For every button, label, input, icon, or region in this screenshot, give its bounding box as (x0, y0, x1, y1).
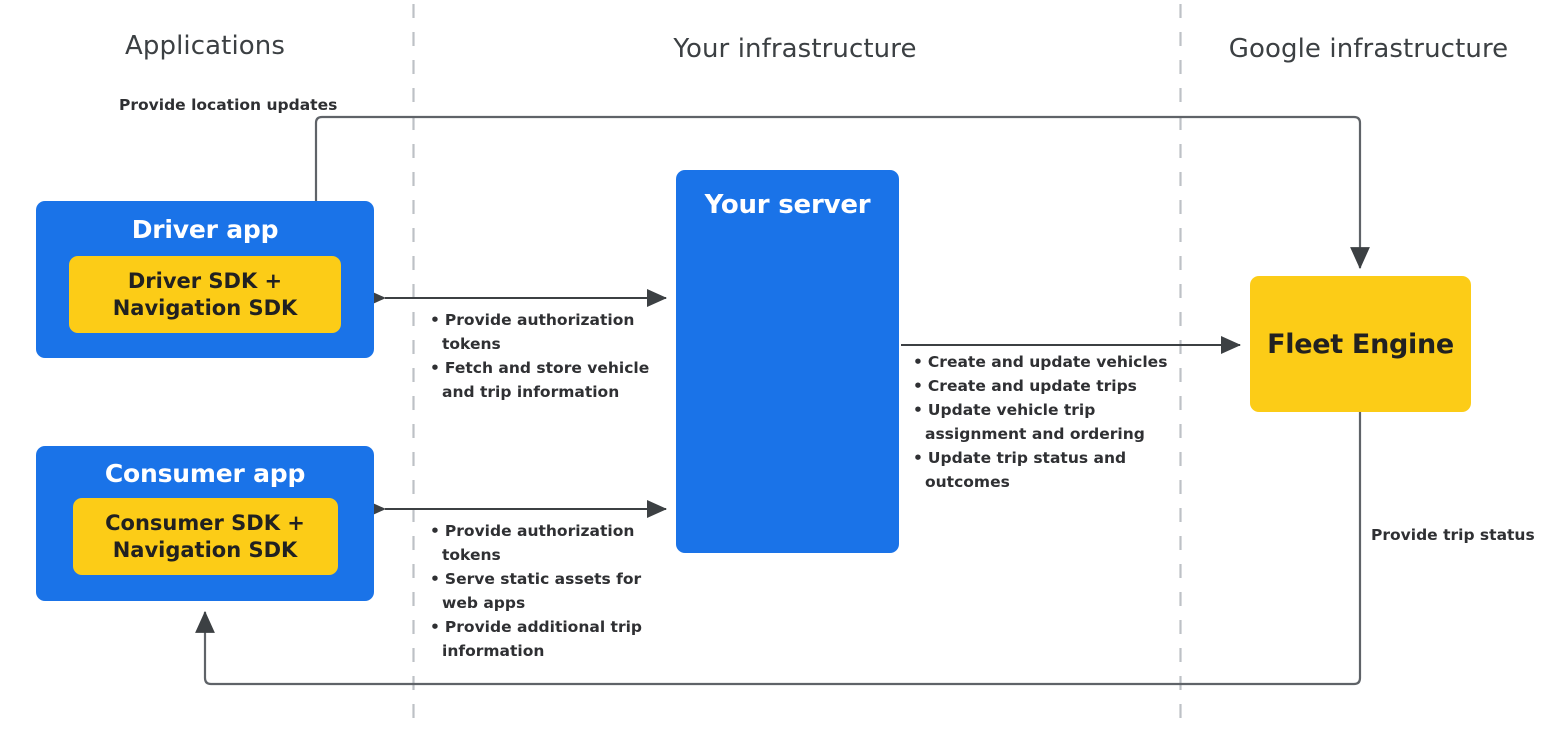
node-fleet-engine[interactable]: Fleet Engine (1250, 276, 1471, 412)
node-consumer-app-title: Consumer app (104, 459, 306, 488)
bullet-list-server-to-fleet-engine: Create and update vehiclesCreate and upd… (913, 350, 1173, 494)
node-consumer-sdk-line2: Navigation SDK (112, 537, 298, 562)
node-consumer-sdk-line1: Consumer SDK + (105, 511, 305, 536)
node-driver-app-title: Driver app (131, 215, 279, 244)
edge-label-provide-trip-status: Provide trip status (1371, 526, 1535, 544)
node-driver-sdk-line2: Navigation SDK (112, 295, 298, 320)
node-driver-sdk[interactable]: Driver SDK + Navigation SDK (69, 256, 341, 333)
node-driver-sdk-line1: Driver SDK + (127, 269, 283, 294)
bullet-item: Fetch and store vehicle and trip informa… (430, 356, 655, 404)
bullet-list-consumer-to-server: Provide authorization tokensServe static… (430, 519, 645, 663)
column-heading-your-infrastructure: Your infrastructure (673, 34, 917, 64)
bullet-item: Create and update trips (913, 374, 1173, 398)
bullet-item: Create and update vehicles (913, 350, 1173, 374)
bullet-list-driver-to-server: Provide authorization tokensFetch and st… (430, 308, 655, 404)
column-heading-applications: Applications (124, 31, 286, 61)
bullet-item: Provide authorization tokens (430, 308, 655, 356)
node-your-server-title: Your server (704, 190, 871, 220)
bullet-item: Provide additional trip information (430, 615, 645, 663)
bullet-item: Serve static assets for web apps (430, 567, 645, 615)
node-consumer-sdk[interactable]: Consumer SDK + Navigation SDK (72, 498, 338, 575)
bullet-item: Update vehicle trip assignment and order… (913, 398, 1173, 446)
node-fleet-engine-title: Fleet Engine (1267, 328, 1454, 360)
node-your-server[interactable]: Your server (676, 170, 899, 553)
column-heading-google-infrastructure: Google infrastructure (1228, 34, 1509, 64)
node-consumer-app[interactable]: Consumer app Consumer SDK + Navigation S… (36, 446, 374, 601)
edge-label-provide-location-updates: Provide location updates (119, 96, 338, 114)
bullet-item: Update trip status and outcomes (913, 446, 1173, 494)
node-driver-app[interactable]: Driver app Driver SDK + Navigation SDK (36, 201, 374, 358)
bullet-item: Provide authorization tokens (430, 519, 645, 567)
